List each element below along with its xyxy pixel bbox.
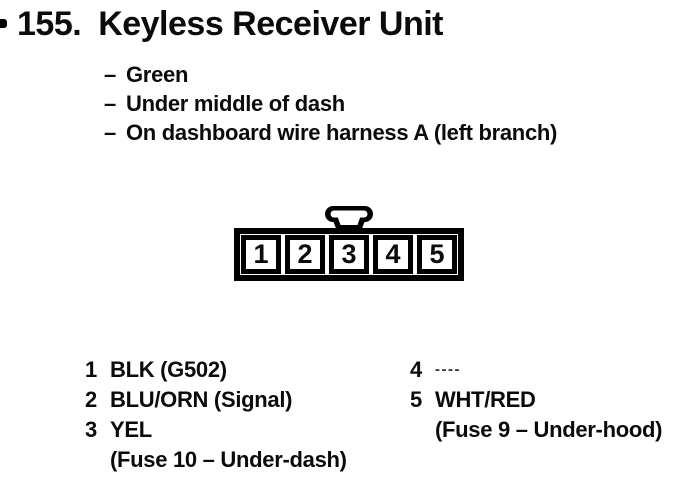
section-number: 155. — [17, 5, 82, 43]
connector-latch-tab-icon — [325, 206, 373, 231]
note-text: Under middle of dash — [126, 91, 345, 116]
pin-wire-label: YEL — [110, 417, 152, 442]
pin-number: 3 — [85, 417, 97, 442]
bullet-dash: – — [104, 91, 116, 116]
legend-row: 3 YEL — [85, 415, 347, 445]
note-text: On dashboard wire harness A (left branch… — [126, 120, 558, 145]
pin-cell-4: 4 — [373, 235, 413, 274]
pin-cell-2: 2 — [285, 235, 325, 274]
section-title: Keyless Receiver Unit — [98, 5, 443, 43]
scan-artifact — [0, 19, 7, 28]
note-row: – Under middle of dash — [104, 89, 557, 118]
legend-row: 4 ---- — [410, 355, 662, 385]
note-text: Green — [126, 62, 189, 87]
legend-row: 2 BLU/ORN (Signal) — [85, 385, 347, 415]
pin-cell-3: 3 — [329, 235, 369, 274]
pin-wire-label: WHT/RED — [435, 387, 536, 412]
legend-row: 5 WHT/RED — [410, 385, 662, 415]
pin-cell-1: 1 — [241, 235, 281, 274]
page-title: 155. Keyless Receiver Unit — [17, 7, 443, 41]
pin-number: 4 — [410, 357, 422, 382]
pin-legend-right: 4 ---- 5 WHT/RED (Fuse 9 – Under-hood) — [410, 355, 662, 445]
pin-cell-label: 1 — [253, 239, 269, 269]
pin-number: 1 — [85, 357, 97, 382]
pin-number — [85, 445, 110, 475]
pin-wire-label: BLK (G502) — [110, 357, 227, 382]
notes-list: – Green – Under middle of dash – On dash… — [104, 60, 557, 147]
pin-fuse-note: (Fuse 10 – Under-dash) — [110, 447, 347, 472]
pin-cell-label: 2 — [297, 239, 313, 269]
pin-number: 5 — [410, 387, 422, 412]
pin-wire-label: BLU/ORN (Signal) — [110, 387, 293, 412]
pin-cell-label: 4 — [385, 239, 401, 269]
pin-legend-left: 1 BLK (G502) 2 BLU/ORN (Signal) 3 YEL (F… — [85, 355, 347, 475]
pin-no-wire-dashes: ---- — [435, 361, 461, 378]
pin-fuse-note: (Fuse 9 – Under-hood) — [435, 417, 663, 442]
note-row: – On dashboard wire harness A (left bran… — [104, 118, 557, 147]
pin-cell-5: 5 — [417, 235, 457, 274]
note-row: – Green — [104, 60, 557, 89]
legend-row: (Fuse 9 – Under-hood) — [410, 415, 662, 445]
connector-body: 1 2 3 4 5 — [234, 228, 464, 281]
pin-number: 2 — [85, 387, 97, 412]
pin-cell-label: 5 — [429, 239, 445, 269]
legend-row: (Fuse 10 – Under-dash) — [85, 445, 347, 475]
pin-cell-label: 3 — [341, 239, 357, 269]
legend-row: 1 BLK (G502) — [85, 355, 347, 385]
bullet-dash: – — [104, 120, 116, 145]
pin-number — [410, 415, 435, 445]
bullet-dash: – — [104, 62, 116, 87]
